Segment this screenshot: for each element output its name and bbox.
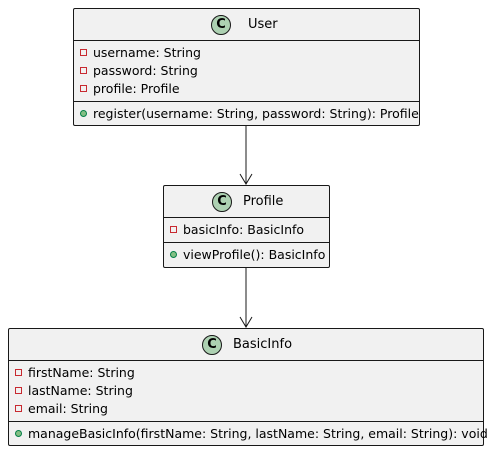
class-profile-name: Profile bbox=[243, 194, 284, 209]
class-basicinfo-methods: manageBasicInfo(firstName: String, lastN… bbox=[9, 422, 488, 446]
class-profile-attributes: basicInfo: BasicInfo bbox=[164, 218, 329, 243]
attribute-row: lastName: String bbox=[9, 382, 483, 400]
private-icon bbox=[80, 49, 87, 56]
class-basicinfo-header: C BasicInfo bbox=[9, 329, 483, 361]
method-row: viewProfile(): BasicInfo bbox=[164, 246, 329, 264]
class-profile-header: C Profile bbox=[164, 186, 329, 218]
class-user[interactable]: C User username: String password: String… bbox=[73, 8, 420, 126]
class-profile[interactable]: C Profile basicInfo: BasicInfo viewProfi… bbox=[163, 185, 330, 268]
private-icon bbox=[80, 85, 87, 92]
private-icon bbox=[15, 369, 22, 376]
class-basicinfo-name: BasicInfo bbox=[233, 337, 293, 352]
method-row: register(username: String, password: Str… bbox=[74, 105, 419, 123]
method-row: manageBasicInfo(firstName: String, lastN… bbox=[9, 425, 488, 443]
public-icon bbox=[170, 251, 177, 258]
class-c-icon: C bbox=[212, 192, 232, 212]
attribute-row: password: String bbox=[74, 62, 419, 80]
private-icon bbox=[170, 226, 177, 233]
attribute-row: firstName: String bbox=[9, 364, 483, 382]
public-icon bbox=[15, 430, 22, 437]
private-icon bbox=[15, 405, 22, 412]
attribute-row: email: String bbox=[9, 400, 483, 418]
class-c-icon: C bbox=[202, 335, 222, 355]
private-icon bbox=[80, 67, 87, 74]
arrow-user-to-profile bbox=[239, 126, 253, 185]
private-icon bbox=[15, 387, 22, 394]
class-c-icon: C bbox=[211, 15, 231, 35]
class-basicinfo[interactable]: C BasicInfo firstName: String lastName: … bbox=[8, 328, 488, 446]
attribute-row: basicInfo: BasicInfo bbox=[164, 221, 329, 239]
class-profile-methods: viewProfile(): BasicInfo bbox=[164, 243, 329, 267]
attribute-row: profile: Profile bbox=[74, 80, 419, 98]
public-icon bbox=[80, 110, 87, 117]
arrow-profile-to-basicinfo bbox=[239, 268, 253, 328]
class-user-methods: register(username: String, password: Str… bbox=[74, 102, 419, 126]
class-basicinfo-attributes: firstName: String lastName: String email… bbox=[9, 361, 483, 422]
class-user-attributes: username: String password: String profil… bbox=[74, 41, 419, 102]
attribute-row: username: String bbox=[74, 44, 419, 62]
class-user-name: User bbox=[248, 17, 278, 32]
class-user-header: C User bbox=[74, 9, 419, 41]
